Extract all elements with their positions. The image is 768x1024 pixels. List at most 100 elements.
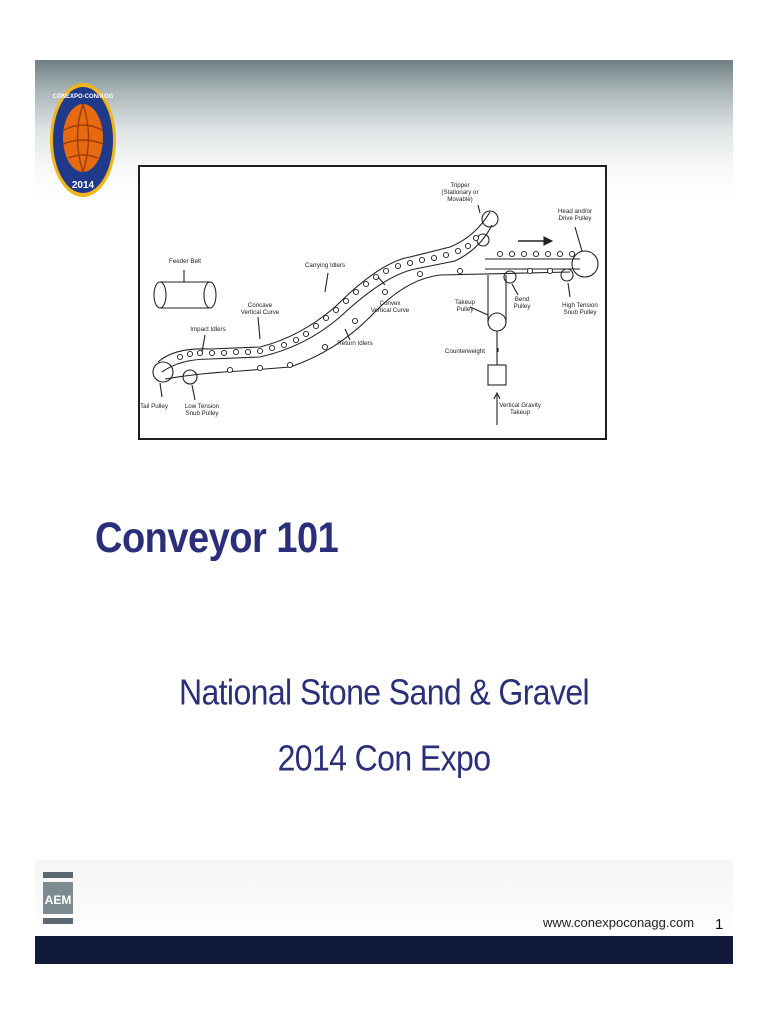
idler-roller xyxy=(496,250,504,258)
slide: CONEXPO-CON/AGG 2014 xyxy=(35,60,733,964)
diagram-label-high-tension: High Tension xyxy=(562,302,598,309)
idler-roller xyxy=(322,314,330,322)
head-drive-pulley-circle xyxy=(571,250,599,278)
footer-bar xyxy=(35,936,733,964)
diagram-label-convex: Convex xyxy=(380,300,402,307)
diagram-label-bend-pulley: Bend xyxy=(515,296,530,303)
idler-roller xyxy=(256,364,264,372)
idler-roller xyxy=(232,348,240,356)
idler-roller xyxy=(394,262,402,270)
diagram-label-takeup-pulley: Pulley xyxy=(457,306,475,313)
diagram-label-tripper: Movable) xyxy=(447,196,472,203)
carrying-belt-upper xyxy=(157,211,491,363)
diagram-label-low-tension: Low Tension xyxy=(185,403,220,410)
idler-roller xyxy=(472,234,480,242)
idler-roller xyxy=(464,242,472,250)
takeup-pulley-circle xyxy=(487,312,507,332)
diagram-label-bend-pulley: Pulley xyxy=(514,303,532,310)
idler-roller xyxy=(280,341,288,349)
diagram-label-counterweight: Counterweight xyxy=(445,348,485,355)
idler-roller xyxy=(430,254,438,262)
idler-roller xyxy=(208,349,216,357)
idler-roller xyxy=(556,250,564,258)
footer-band xyxy=(35,860,733,938)
return-belt xyxy=(164,271,571,380)
idler-roller xyxy=(568,250,576,258)
high-tension-snub-pulley-circle xyxy=(560,268,574,282)
diagram-label-high-tension: Snub Pulley xyxy=(563,309,597,316)
idler-roller xyxy=(286,361,294,369)
logo-year: 2014 xyxy=(72,180,95,191)
idler-roller xyxy=(321,343,329,351)
diagram-label-head-drive: Drive Pulley xyxy=(558,215,592,222)
idler-roller xyxy=(256,347,264,355)
diagram-label-return-idlers: Return Idlers xyxy=(337,340,372,347)
feeder-belt-left-end xyxy=(153,281,167,309)
idler-roller xyxy=(220,349,228,357)
footer-url[interactable]: www.conexpoconagg.com xyxy=(543,915,695,930)
idler-roller xyxy=(351,317,359,325)
idler-roller xyxy=(302,330,310,338)
slide-subtitle-line2: 2014 Con Expo xyxy=(277,738,491,779)
idler-roller xyxy=(196,349,204,357)
aem-logo-text: AEM xyxy=(45,893,72,907)
idler-roller xyxy=(532,250,540,258)
diagram-label-low-tension: Snub Pulley xyxy=(185,410,219,417)
diagram-label-concave: Concave xyxy=(248,302,273,309)
idler-roller xyxy=(442,251,450,259)
idler-roller xyxy=(176,353,184,361)
feeder-belt-right-end xyxy=(203,281,217,309)
logo-text: CONEXPO-CON/AGG xyxy=(53,94,114,100)
idler-roller xyxy=(508,250,516,258)
diagram-label-tail-pulley: Tail Pulley xyxy=(140,403,169,410)
diagram-label-impact-idlers: Impact Idlers xyxy=(190,326,225,333)
diagram-label-tripper: Tripper xyxy=(450,182,469,189)
idler-roller xyxy=(406,259,414,267)
tripper-upper-pulley xyxy=(481,210,499,228)
tail-pulley-circle xyxy=(152,361,174,383)
idler-roller xyxy=(546,267,554,275)
diagram-label-takeup-pulley: Takeup xyxy=(455,299,476,306)
low-tension-snub-pulley-circle xyxy=(182,369,198,385)
idler-roller xyxy=(312,322,320,330)
conexpo-logo: CONEXPO-CON/AGG 2014 xyxy=(50,83,116,197)
idler-roller xyxy=(454,247,462,255)
diagram-label-vertical-gravity: Vertical Gravity xyxy=(499,402,542,409)
bend-pulley-circle xyxy=(503,270,517,284)
counterweight-box xyxy=(487,364,507,386)
idler-roller xyxy=(382,267,390,275)
idler-roller xyxy=(268,344,276,352)
idler-roller xyxy=(520,250,528,258)
idler-roller xyxy=(416,270,424,278)
idlers xyxy=(176,234,576,374)
diagram-label-convex: Vertical Curve xyxy=(371,307,410,314)
aem-logo: AEM xyxy=(43,872,73,924)
idler-roller xyxy=(372,273,380,281)
carrying-belt-lower xyxy=(161,224,493,373)
idler-roller xyxy=(226,366,234,374)
idler-roller xyxy=(332,306,340,314)
idler-roller xyxy=(352,288,360,296)
idler-roller xyxy=(342,297,350,305)
diagram-label-vertical-gravity: Takeup xyxy=(510,409,531,416)
tripper-lower-pulley xyxy=(476,233,490,247)
idler-roller xyxy=(418,256,426,264)
diagram-label-carrying-idlers: Carrying Idlers xyxy=(305,262,345,269)
slide-title: Conveyor 101 xyxy=(95,515,339,563)
page-number: 1 xyxy=(715,916,724,933)
diagram-label-head-drive: Head and/or xyxy=(558,208,592,215)
idler-roller xyxy=(456,267,464,275)
idler-roller xyxy=(381,288,389,296)
idler-roller xyxy=(526,267,534,275)
idler-roller xyxy=(362,280,370,288)
diagram-label-feeder-belt: Feeder Belt xyxy=(169,258,201,265)
idler-roller xyxy=(544,250,552,258)
diagram-label-tripper: (Stationary or xyxy=(441,189,478,196)
idler-roller xyxy=(186,350,194,358)
diagram-label-concave: Vertical Curve xyxy=(241,309,280,316)
idler-roller xyxy=(292,336,300,344)
idler-roller xyxy=(244,348,252,356)
